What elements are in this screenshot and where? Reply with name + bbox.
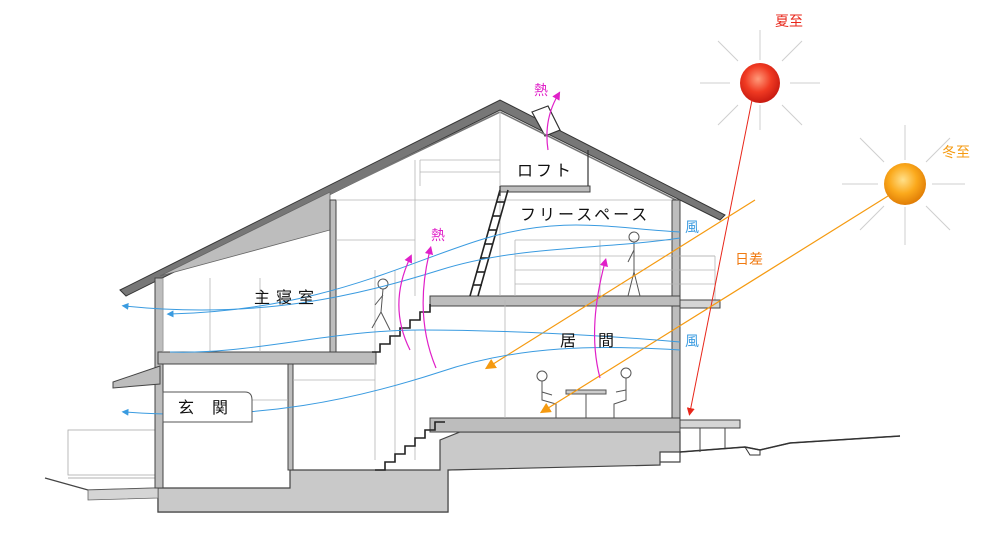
summer-solstice-label: 夏至 [775, 14, 803, 30]
structure [112, 185, 681, 489]
room-free-space: フリースペース [520, 205, 650, 224]
roof [119, 99, 726, 297]
room-living: 居間 [560, 331, 636, 350]
room-loft: ロフト [517, 161, 574, 180]
heat-label-top: 熱 [534, 83, 548, 99]
heat-arrows [398, 91, 608, 379]
people [371, 231, 641, 418]
heat-label-stair: 熱 [431, 228, 445, 244]
winter-sun-rays [842, 125, 965, 245]
summer-sun-icon [740, 63, 780, 103]
wind-label-lower: 風 [685, 334, 699, 350]
interior-lines [162, 112, 716, 460]
balcony [679, 299, 741, 452]
sunlight-arrows [484, 99, 889, 416]
ground [44, 429, 901, 513]
sunlight-label: 日差 [735, 252, 763, 268]
summer-sun-rays [700, 30, 820, 130]
room-master-bedroom: 主寝室 [254, 288, 320, 307]
stairs [372, 189, 509, 471]
winter-sun-icon [884, 163, 926, 205]
room-entrance: 玄関 [178, 398, 246, 417]
wind-label-upper: 風 [685, 220, 699, 236]
winter-solstice-label: 冬至 [942, 145, 970, 161]
loft-rail [499, 150, 589, 196]
